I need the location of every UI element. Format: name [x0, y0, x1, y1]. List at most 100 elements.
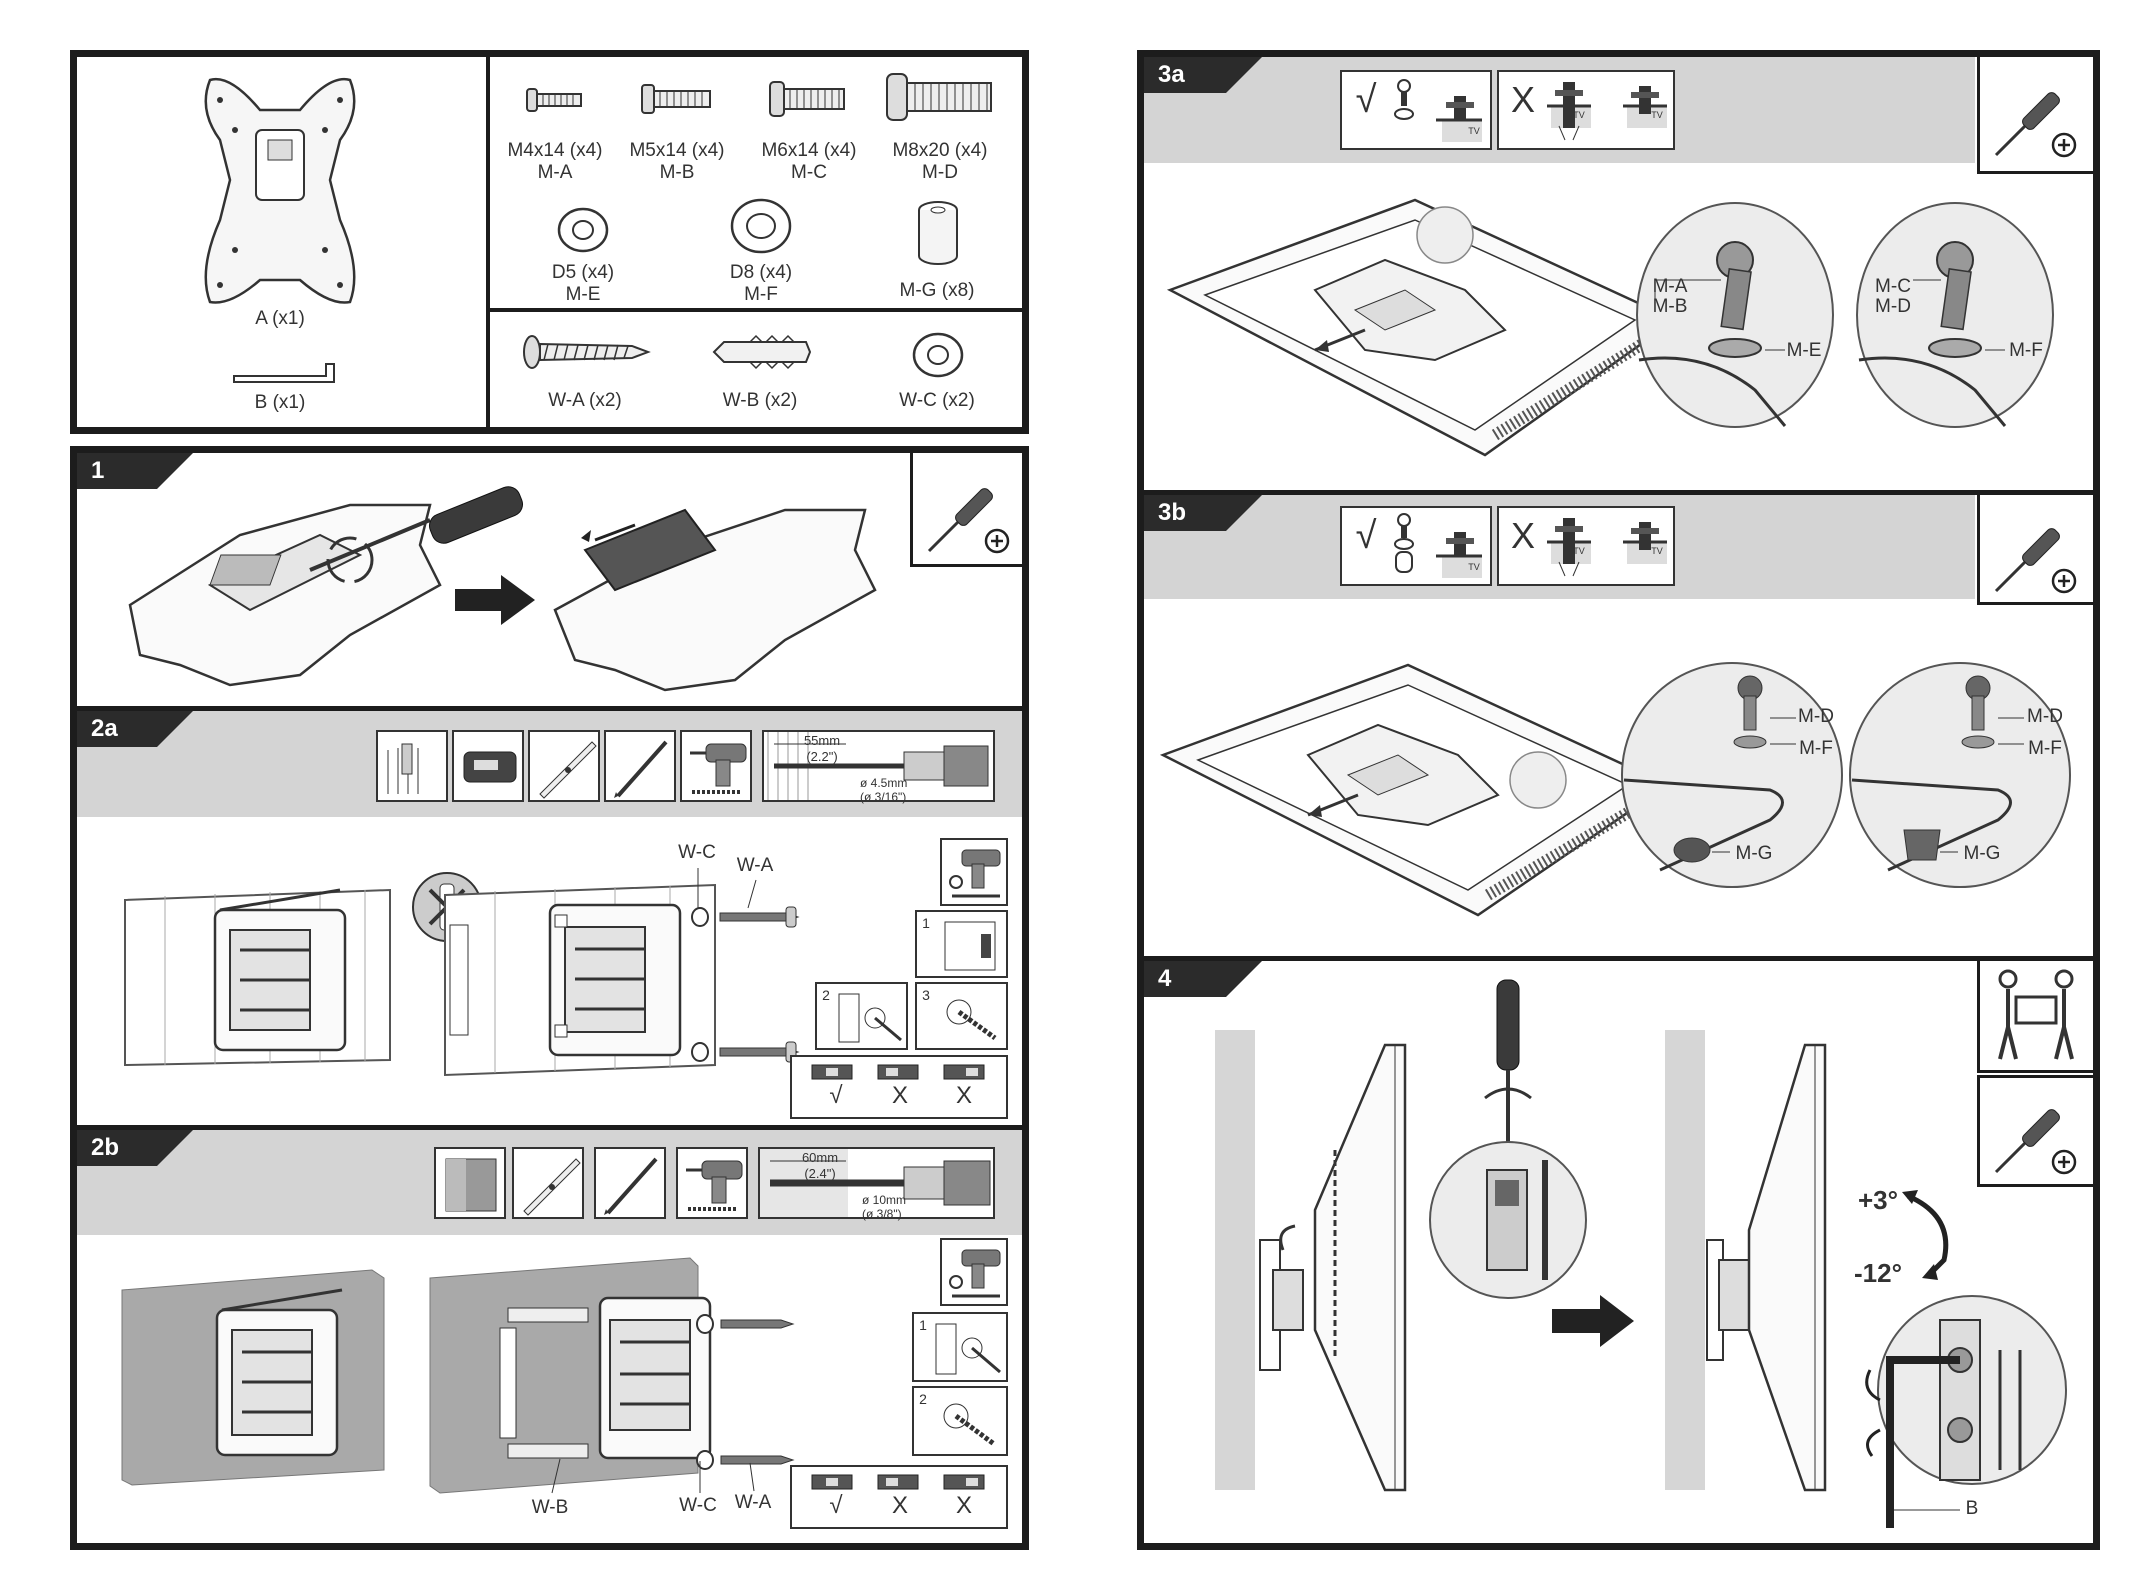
- step-4-arrow-icon: [1552, 1295, 1634, 1347]
- step-4-tv-hanging: [1215, 1030, 1407, 1492]
- wall-anchor-w-b-icon: [712, 334, 812, 370]
- step-3b-tv-label-1: TV: [1468, 562, 1480, 572]
- screw-m-b-size: M5x14 (x4): [629, 140, 725, 161]
- tool-stud-finder: [452, 730, 524, 802]
- step-2b-level-ok: √: [829, 1492, 843, 1519]
- step-2b-drill-mode-box: [940, 1238, 1008, 1306]
- step-3b-check-mark: √: [1355, 515, 1377, 557]
- tool-level: [528, 730, 600, 802]
- washer-m-f-icon: [730, 198, 792, 254]
- step-3a-label-mb: M-B: [1652, 296, 1688, 317]
- step-3b-detail-left: [1621, 662, 1843, 888]
- w-b-label: W-B (x2): [722, 390, 798, 411]
- step-3b-divider: [1142, 956, 2095, 961]
- washer-m-e-icon: [557, 207, 609, 253]
- wood-wall-icon: [387, 743, 419, 794]
- level-indicator-icons: [811, 1064, 985, 1080]
- step-2a-callout-wa: W-A: [736, 855, 774, 876]
- step-2b-callout-wc: W-C: [679, 1495, 717, 1516]
- tool-drill-2b: [676, 1147, 748, 1219]
- spacer-m-g-icon: [918, 201, 958, 265]
- pencil-icon-2b: [604, 1157, 658, 1215]
- step-1-screwdriver-box: [910, 453, 1022, 567]
- screwdriver-icon-3b: [1994, 528, 2077, 594]
- two-person-lift-icon: [1998, 969, 2074, 1060]
- step-3a-detail-ma-mb: [1636, 202, 1834, 428]
- washer-m-e-size: D5 (x4): [551, 262, 615, 283]
- step-3b-incorrect-screw-icons: [1547, 518, 1667, 577]
- screw-m-c-code: M-C: [791, 162, 827, 183]
- step-3b-left-mf: M-F: [1799, 738, 1833, 759]
- drill-mode-icon: [949, 849, 1001, 898]
- step-3a-incorrect-screw-icons: [1547, 82, 1667, 141]
- step-2a-drill-mode-box: [940, 838, 1008, 906]
- screwdriver-icon: [927, 488, 1010, 554]
- step-3b-right-mg: M-G: [1963, 843, 2001, 864]
- step-3b-left-md: M-D: [1798, 706, 1834, 727]
- hex-key-illustration: [233, 363, 335, 383]
- level-indicator-icons-2b: [811, 1474, 985, 1490]
- tool-concrete-wall: [434, 1147, 506, 1219]
- tool-level-2b: [512, 1147, 584, 1219]
- step-2b-screw-bottom: [696, 1450, 795, 1470]
- step-3a-label-md: M-D: [1875, 296, 1911, 317]
- step-2b-concrete-wall-right: [429, 1257, 712, 1494]
- step-3b-tab: 3b: [1144, 495, 1262, 531]
- step-2a-sub-3-box: 3: [915, 982, 1008, 1050]
- drill-depth-inch: (2.2"): [806, 749, 838, 764]
- drill-depth-diagram-2b: 60mm (2.4") ø 10mm (ø 3/8"): [758, 1147, 995, 1221]
- step-2a-sub-2-number: 2: [822, 987, 830, 1003]
- step-3a-tv-label-3: TV: [1651, 110, 1663, 120]
- step-3a-incorrect-box: X TV TV: [1497, 70, 1675, 150]
- step-2a-callout-lines: [697, 868, 757, 909]
- step-4-two-person-box: [1977, 961, 2093, 1073]
- drill-depth-mm: 55mm: [803, 733, 841, 748]
- step-3b-tv-back: [1159, 663, 1671, 917]
- w-c-label: W-C (x2): [899, 390, 975, 411]
- step-2a-level-ok: √: [829, 1082, 843, 1109]
- step-2a-level-bad-2: X: [955, 1082, 972, 1109]
- step-2b-callout-lines: [551, 1458, 755, 1494]
- parts-divider-horizontal: [488, 308, 1024, 312]
- screw-m-b-icon: [641, 84, 711, 114]
- step-4-key-detail: [1865, 1295, 2067, 1528]
- washer-m-f-code: M-F: [744, 284, 778, 305]
- step-2b-concrete-wall-left: [121, 1269, 385, 1486]
- step-2a-sub-3-number: 3: [922, 987, 930, 1003]
- step-3a-detail-mc-md: [1856, 202, 2054, 428]
- screw-m-b-code: M-B: [659, 162, 695, 183]
- step-3b-detail-right: [1849, 662, 2071, 888]
- step-4-detail-circle: [1429, 979, 1587, 1299]
- drill-bit-size-inch-2b: (ø 3/8"): [862, 1207, 902, 1221]
- tool-pencil: [604, 730, 676, 802]
- drill-icon: [690, 743, 747, 794]
- step-3a-label-mc: M-C: [1875, 276, 1911, 297]
- step-2b-level-box: √ X X: [790, 1465, 1008, 1529]
- screwdriver-icon-4: [1994, 1109, 2077, 1175]
- drill-bit-diagram-2b: [760, 1149, 991, 1217]
- step-3a-tv-label-1: TV: [1468, 126, 1480, 136]
- drill-icon-2b: [686, 1160, 743, 1211]
- step-3b-tv-label-2: TV: [1573, 546, 1585, 556]
- step-2b-sub-2-box: 2: [912, 1386, 1008, 1456]
- step-3a-check-mark: √: [1355, 79, 1377, 121]
- step-3a-screwdriver-box: [1977, 57, 2093, 174]
- step-4-tab: 4: [1144, 961, 1262, 997]
- part-b-label: B (x1): [254, 392, 306, 413]
- part-a-label: A (x1): [255, 308, 305, 329]
- wall-plate-illustration: [204, 77, 356, 304]
- stud-finder-icon: [463, 751, 517, 783]
- drill-mode-icon-2b: [949, 1249, 1001, 1298]
- step-1-divider: [75, 706, 1025, 711]
- step-1-screwdriver: [309, 486, 524, 572]
- drilling-icon: [946, 999, 997, 1041]
- step-3b-correct-screw-icon: [1394, 513, 1482, 578]
- tool-pencil-2b: [594, 1147, 666, 1219]
- step-3b-tv-label-3: TV: [1651, 546, 1663, 556]
- wall-marking-icon: [944, 921, 996, 971]
- drill-depth-inch-2b: (2.4"): [804, 1166, 836, 1181]
- step-2b-level-bad-1: X: [891, 1492, 908, 1519]
- step-3a-correct-box: √ TV: [1340, 70, 1492, 150]
- step-2b-sub-1-box: 1: [912, 1312, 1008, 1382]
- step-2a-callout-wc: W-C: [678, 842, 716, 863]
